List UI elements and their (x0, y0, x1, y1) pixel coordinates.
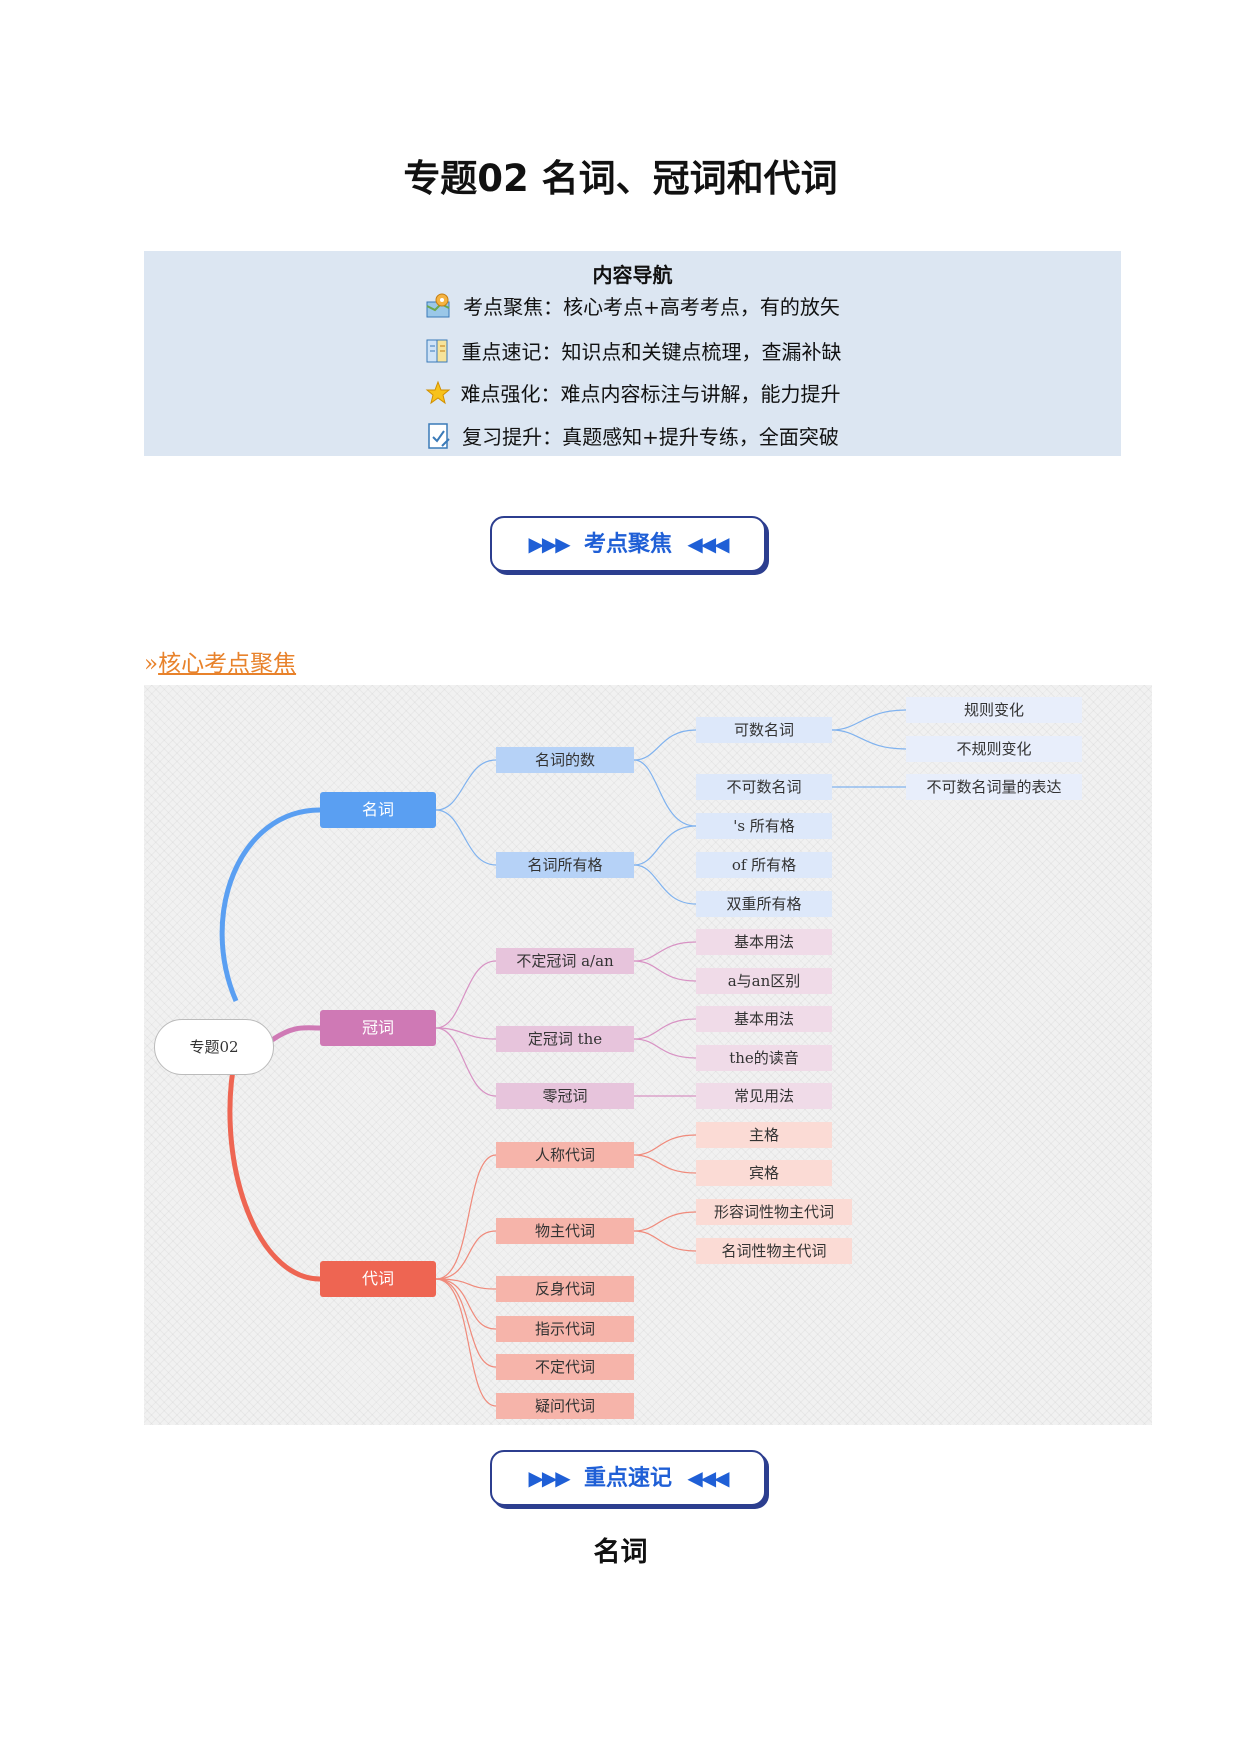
triple-arrow-right-icon: ▶▶▶ (528, 532, 571, 556)
focus-banner: ▶▶▶ 考点聚焦 ◀◀◀ (490, 516, 768, 574)
node-reflexive-pronoun: 反身代词 (496, 1276, 634, 1302)
node-interrogative-pronoun: 疑问代词 (496, 1393, 634, 1419)
branch-noun: 名词 (320, 792, 436, 828)
banner-label: 重点速记 (583, 1466, 672, 1491)
nav-item-review[interactable]: 复习提升：真题感知+提升专练，全面突破 (144, 421, 1121, 455)
banner-label: 考点聚焦 (583, 532, 672, 557)
node-noun-number: 名词的数 (496, 747, 634, 773)
nav-item-focus[interactable]: 考点聚焦：核心考点+高考考点，有的放矢 (144, 291, 1121, 325)
node-noun-possessive-pronoun: 名词性物主代词 (696, 1238, 852, 1264)
node-indefinite-pronoun: 不定代词 (496, 1354, 634, 1380)
nav-title: 内容导航 (592, 263, 673, 287)
section-subheading: 名词 (593, 1537, 648, 1568)
node-noun-possessive: 名词所有格 (496, 852, 634, 878)
nav-item-label: 考点聚焦：核心考点+高考考点，有的放矢 (463, 295, 840, 319)
node-zero-common: 常见用法 (696, 1083, 832, 1109)
nav-item-label: 难点强化：难点内容标注与讲解，能力提升 (460, 382, 841, 406)
node-personal-pronoun: 人称代词 (496, 1142, 634, 1168)
mind-map: 专题02 名词 冠词 代词 名词的数 名词所有格 可数名词 不可数名词 's 所… (144, 685, 1152, 1425)
nav-item-difficulty[interactable]: 难点强化：难点内容标注与讲解，能力提升 (144, 378, 1121, 411)
page-title: 专题02 名词、冠词和代词 (403, 157, 838, 200)
mind-map-connectors (219, 709, 907, 1407)
nav-item-label: 复习提升：真题感知+提升专练，全面突破 (462, 425, 839, 449)
double-chevron-icon: » (144, 651, 159, 677)
node-countable: 可数名词 (696, 717, 832, 743)
triple-arrow-left-icon: ◀◀◀ (687, 532, 729, 556)
triple-arrow-left-icon: ◀◀◀ (687, 1466, 729, 1490)
checklist-icon (426, 422, 452, 455)
node-uncountable-expression: 不可数名词量的表达 (906, 774, 1082, 800)
node-indefinite-article: 不定冠词 a/an (496, 948, 634, 974)
nav-item-memo[interactable]: 重点速记：知识点和关键点梳理，查漏补缺 (144, 336, 1121, 370)
node-adjective-possessive: 形容词性物主代词 (696, 1199, 852, 1225)
content-navigation: 内容导航 考点聚焦：核心考点+高考考点，有的放矢 重点速记：知识点和关键点梳理，… (144, 251, 1121, 456)
node-the-pronunciation: the的读音 (696, 1045, 832, 1071)
map-pin-icon (425, 292, 453, 325)
node-uncountable: 不可数名词 (696, 774, 832, 800)
node-definite-article: 定冠词 the (496, 1026, 634, 1052)
node-irregular-change: 不规则变化 (906, 736, 1082, 762)
branch-article: 冠词 (320, 1010, 436, 1046)
node-object-case: 宾格 (696, 1160, 832, 1186)
node-possessive-s: 's 所有格 (696, 813, 832, 839)
mindmap-root: 专题02 (154, 1019, 274, 1075)
node-a-an-difference: a与an区别 (696, 968, 832, 994)
node-possessive-of: of 所有格 (696, 852, 832, 878)
node-indefinite-basic: 基本用法 (696, 929, 832, 955)
node-regular-change: 规则变化 (906, 697, 1082, 723)
node-demonstrative-pronoun: 指示代词 (496, 1316, 634, 1342)
section-heading: »核心考点聚焦 (144, 644, 296, 678)
node-possessive-pronoun: 物主代词 (496, 1218, 634, 1244)
node-definite-basic: 基本用法 (696, 1006, 832, 1032)
section-heading-link[interactable]: 核心考点聚焦 (158, 651, 297, 677)
node-subject-case: 主格 (696, 1122, 832, 1148)
memo-banner: ▶▶▶ 重点速记 ◀◀◀ (490, 1450, 768, 1508)
node-zero-article: 零冠词 (496, 1083, 634, 1109)
triple-arrow-right-icon: ▶▶▶ (528, 1466, 571, 1490)
book-icon (424, 337, 452, 370)
branch-pronoun: 代词 (320, 1261, 436, 1297)
node-possessive-double: 双重所有格 (696, 891, 832, 917)
nav-item-label: 重点速记：知识点和关键点梳理，查漏补缺 (461, 340, 842, 364)
star-icon (425, 380, 451, 411)
